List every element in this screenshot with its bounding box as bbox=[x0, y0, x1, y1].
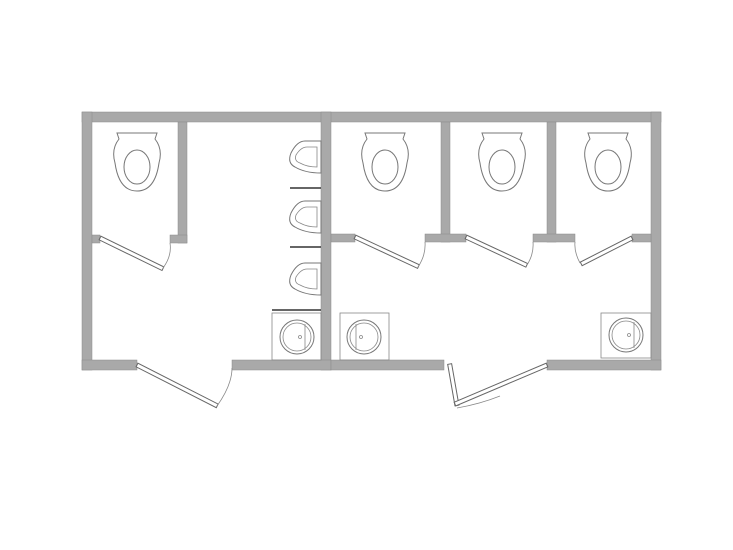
urinals bbox=[272, 140, 322, 311]
bottom-wall-right-a bbox=[330, 359, 445, 371]
sinks bbox=[271, 312, 652, 361]
stall-partition-1 bbox=[177, 121, 188, 244]
stall-partition-2 bbox=[440, 121, 451, 243]
left-wall bbox=[81, 111, 93, 371]
stall-door[interactable] bbox=[464, 234, 534, 268]
right-wall bbox=[650, 111, 662, 371]
stall-stub bbox=[631, 233, 652, 243]
urinal bbox=[289, 262, 322, 296]
stall-door[interactable] bbox=[574, 235, 634, 267]
toilet bbox=[113, 132, 161, 192]
stall-stub bbox=[330, 233, 356, 243]
stall-stub bbox=[91, 234, 101, 244]
urinal bbox=[289, 140, 322, 174]
stall-stub bbox=[532, 233, 576, 243]
walls bbox=[81, 111, 662, 371]
toilet bbox=[478, 132, 526, 192]
toilets bbox=[113, 132, 632, 192]
stall-doors bbox=[98, 234, 634, 272]
center-wall bbox=[320, 111, 332, 371]
bottom-wall-middle bbox=[231, 359, 332, 371]
sink bbox=[600, 312, 652, 359]
stall-partition-3 bbox=[546, 121, 557, 243]
toilet bbox=[584, 132, 632, 192]
bottom-wall-right-b bbox=[546, 359, 662, 371]
bottom-wall-left bbox=[81, 359, 138, 371]
urinal bbox=[289, 200, 322, 234]
entry-door-right[interactable] bbox=[447, 362, 549, 409]
entry-door-left[interactable] bbox=[135, 362, 233, 409]
stall-stub bbox=[424, 233, 467, 243]
stall-door[interactable] bbox=[98, 235, 171, 272]
stall-stub bbox=[169, 234, 188, 244]
top-wall bbox=[81, 111, 662, 123]
sink bbox=[339, 312, 390, 361]
entry-doors bbox=[135, 362, 549, 409]
toilet bbox=[361, 132, 409, 192]
stall-door[interactable] bbox=[353, 234, 426, 270]
sink bbox=[271, 312, 322, 361]
